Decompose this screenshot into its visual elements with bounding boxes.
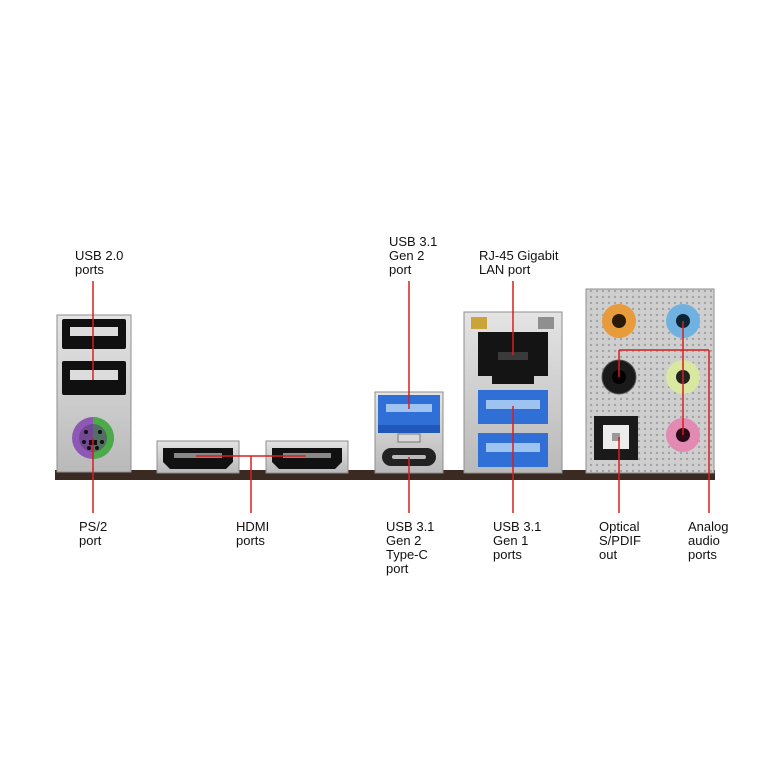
hdmi-ports	[156, 440, 349, 474]
label-ps2-line2: port	[79, 533, 102, 548]
label-analog: Analog audio ports	[688, 520, 728, 562]
label-analog-line2: audio	[688, 533, 720, 548]
label-optical-line1: Optical	[599, 519, 640, 534]
label-usb31-gen2-line3: port	[389, 262, 412, 277]
label-analog-line3: ports	[688, 547, 717, 562]
label-usb31-typec-line4: port	[386, 561, 409, 576]
label-usb31-gen1-line1: USB 3.1	[493, 519, 542, 534]
label-usb31-typec-line2: Gen 2	[386, 533, 422, 548]
label-analog-line1: Analog	[688, 519, 729, 534]
label-rj45-line2: LAN port	[479, 262, 531, 277]
label-usb31-gen1-line2: Gen 1	[493, 533, 529, 548]
hdmi-port-right	[272, 448, 342, 469]
label-ps2: PS/2 port	[79, 520, 107, 548]
label-usb31-gen1: USB 3.1 Gen 1 ports	[493, 520, 541, 562]
label-usb31-gen2-line2: Gen 2	[389, 248, 425, 263]
label-usb20-line1: USB 2.0	[75, 248, 124, 263]
label-optical-line3: out	[599, 547, 618, 562]
label-optical: Optical S/PDIF out	[599, 520, 641, 562]
usb20-ps2-stack	[56, 314, 132, 473]
leader-lines	[92, 281, 710, 513]
label-optical-line2: S/PDIF	[599, 533, 641, 548]
label-usb20-line2: ports	[75, 262, 104, 277]
label-usb20: USB 2.0 ports	[75, 249, 123, 277]
label-usb31-typec: USB 3.1 Gen 2 Type-C port	[386, 520, 434, 576]
label-hdmi-line1: HDMI	[236, 519, 270, 534]
motherboard-edge	[55, 470, 715, 480]
label-rj45: RJ-45 Gigabit LAN port	[479, 249, 558, 277]
audio-optical-stack	[585, 288, 715, 474]
label-usb31-typec-line1: USB 3.1	[386, 519, 435, 534]
label-usb31-gen1-line3: ports	[493, 547, 522, 562]
label-hdmi-line2: ports	[236, 533, 265, 548]
label-rj45-line1: RJ-45 Gigabit	[479, 248, 559, 263]
hdmi-port-left	[163, 448, 233, 469]
label-usb31-typec-line3: Type-C	[386, 547, 428, 562]
label-usb31-gen2-line1: USB 3.1	[389, 234, 438, 249]
label-ps2-line1: PS/2	[79, 519, 108, 534]
label-usb31-gen2: USB 3.1 Gen 2 port	[389, 235, 437, 277]
label-hdmi: HDMI ports	[236, 520, 269, 548]
